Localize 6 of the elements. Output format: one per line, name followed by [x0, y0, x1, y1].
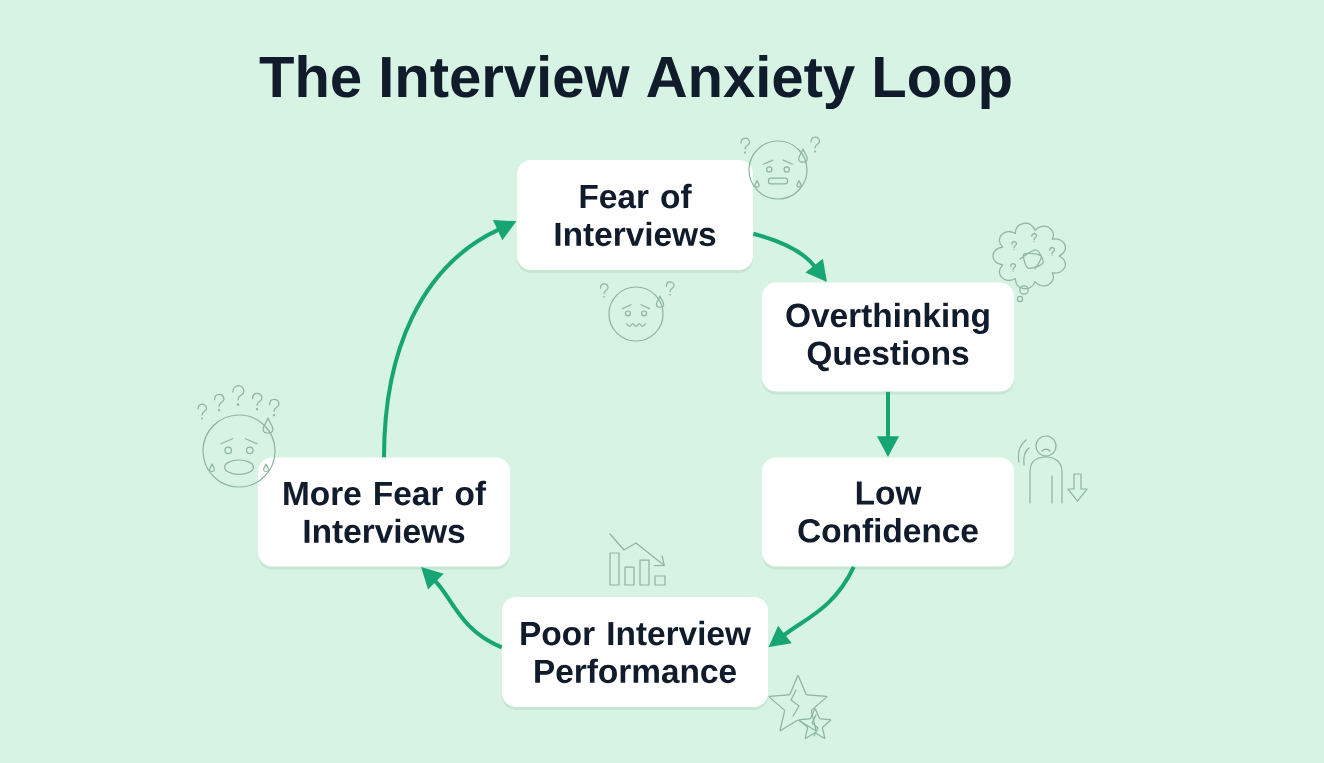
process-box: Low Confidence [762, 457, 1014, 570]
process-box: Poor Interview Performance [502, 597, 768, 710]
title: The Interview Anxiety Loop [259, 54, 1011, 110]
process-box: Overthinking Questions [762, 282, 1014, 395]
process-box: Fear of Interviews [517, 160, 753, 273]
process-box: More Fear of Interviews [258, 457, 510, 570]
